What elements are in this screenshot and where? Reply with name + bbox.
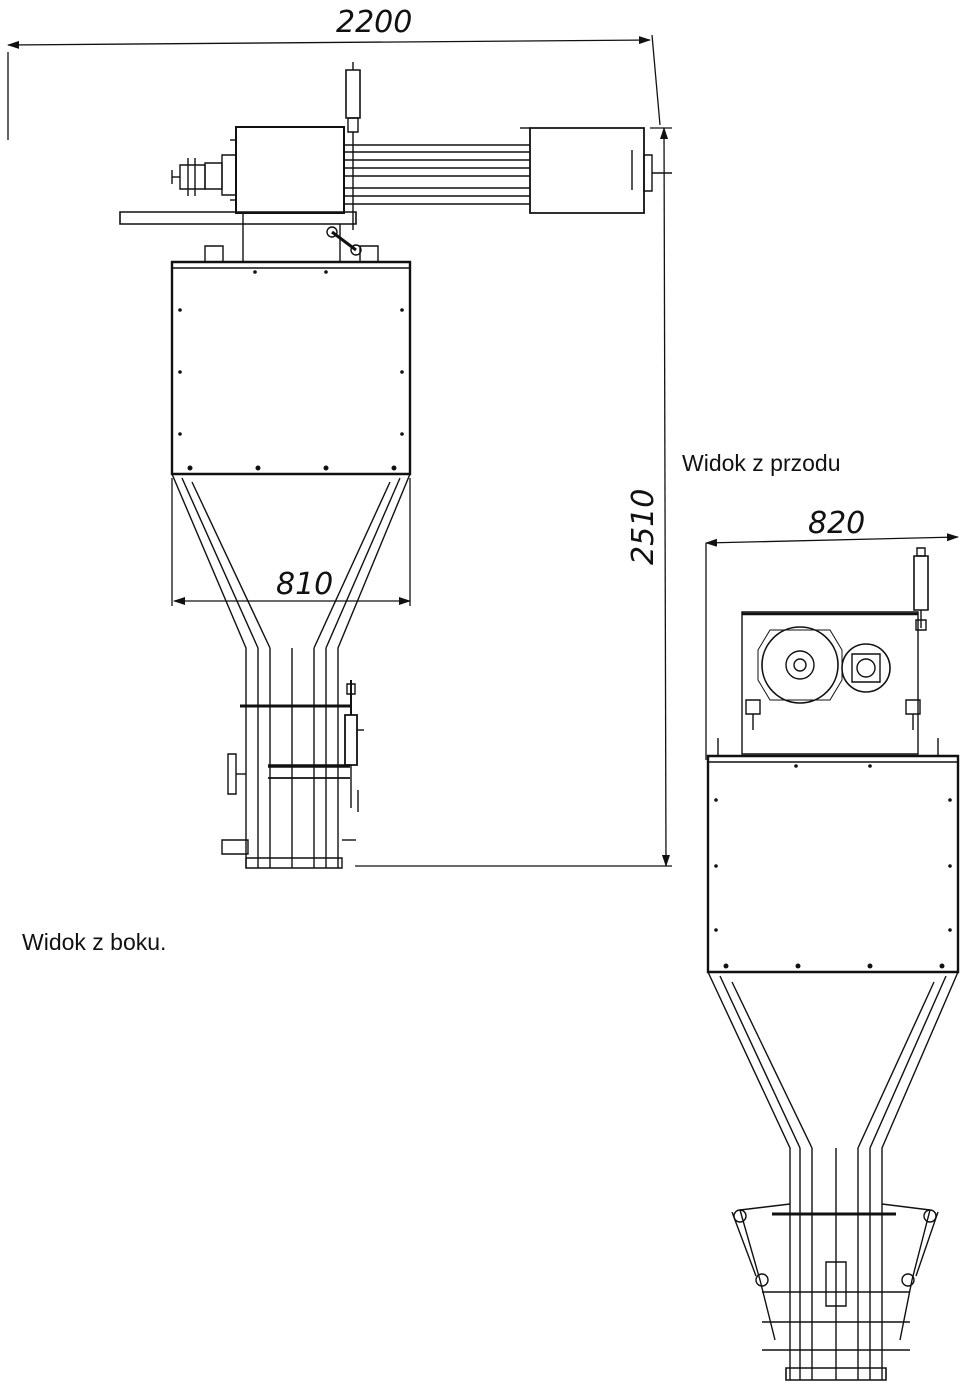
- dimension-820-label: 820: [808, 506, 865, 541]
- dimension-2200-label: 2200: [336, 5, 412, 40]
- front-view-label: Widok z przodu: [682, 450, 841, 476]
- front-view-rivets: [714, 764, 952, 969]
- dimension-810-label: 810: [276, 567, 333, 602]
- dimension-2510: [355, 127, 672, 867]
- front-view: [708, 548, 958, 1380]
- side-view-label: Widok z boku.: [22, 929, 167, 955]
- dimension-2510-label: 2510: [626, 489, 661, 565]
- dimension-2200: [7, 35, 660, 140]
- side-view-rivets: [178, 270, 404, 471]
- dimension-820: [705, 533, 959, 760]
- dimension-810: [172, 478, 411, 606]
- side-view: [120, 62, 672, 868]
